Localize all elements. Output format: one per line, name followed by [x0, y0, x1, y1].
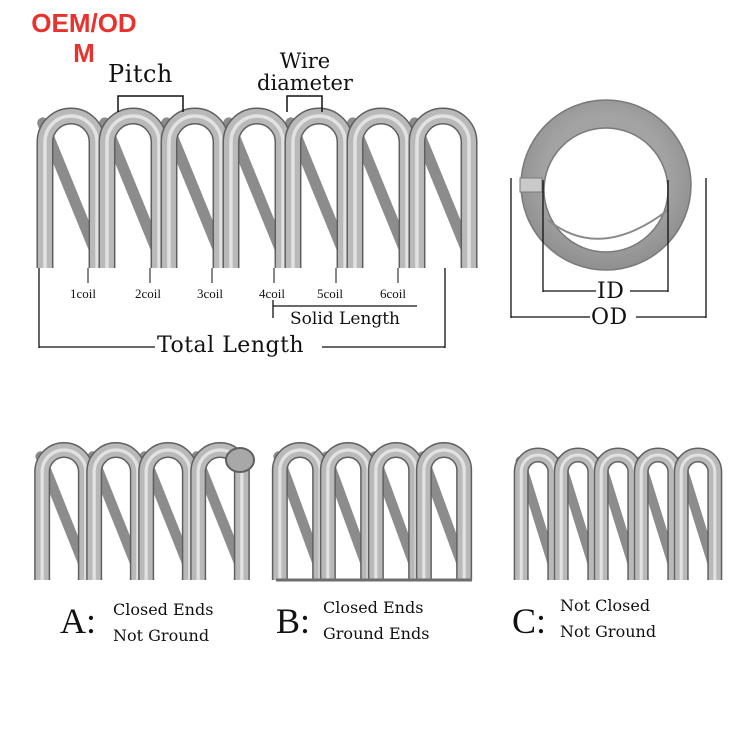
spring-coil-highlight: [92, 448, 140, 580]
wire-diameter-label: Wire diameter: [250, 50, 360, 94]
variant-b-line-1: Closed Ends: [323, 598, 424, 617]
spring-coil-highlight: [415, 114, 471, 268]
total-length-label: Total Length: [157, 333, 305, 358]
variant-a-line-2: Not Ground: [113, 626, 210, 645]
wire-end-cap: [225, 447, 255, 473]
brand-line-1: OEM/OD: [31, 8, 137, 38]
coil-label-6: 6coil: [380, 286, 406, 301]
variant-b-letter: B:: [276, 601, 311, 641]
wire-label-line-2: diameter: [257, 71, 353, 95]
pitch-label: Pitch: [108, 60, 173, 88]
coil-label-3: 3coil: [197, 286, 223, 301]
spring-coil-highlight: [229, 114, 285, 268]
variant-c-line-2: Not Ground: [560, 622, 657, 641]
variant-b-line-2: Ground Ends: [323, 624, 430, 643]
solid-length-label: Solid Length: [290, 309, 401, 329]
variant-c-letter: C:: [512, 601, 547, 641]
id-dimension: [542, 180, 669, 292]
spring-coil-highlight: [43, 114, 99, 268]
solid-length-dimension: [272, 300, 417, 318]
total-length-dimension: [38, 268, 446, 348]
spring-coil-highlight: [291, 114, 347, 268]
wire-label-line-1: Wire: [279, 49, 331, 73]
coil-label-2: 2coil: [135, 286, 161, 301]
coil-ticks: [87, 268, 399, 283]
coil-label-4: 4coil: [259, 286, 285, 301]
variant-c-line-1: Not Closed: [560, 596, 651, 615]
variant-b-text: Closed Ends Ground Ends: [323, 595, 429, 647]
spring-coil-highlight: [374, 448, 418, 580]
wire-diameter-bracket: [286, 95, 323, 112]
spring-coil-highlight: [679, 453, 717, 580]
od-dimension: [510, 178, 707, 318]
od-label: OD: [591, 305, 628, 330]
spring-coil-highlight: [353, 114, 409, 268]
spring-variant-b: [271, 442, 473, 582]
spring-coil-highlight: [144, 448, 192, 580]
coil-label-5: 5coil: [317, 286, 343, 301]
spring-coil-highlight: [105, 114, 161, 268]
variant-a-letter: A:: [60, 601, 96, 641]
spring-coil-highlight: [278, 448, 322, 580]
spring-coil-highlight: [326, 448, 370, 580]
variant-a-text: Closed Ends Not Ground: [113, 597, 213, 649]
spring-variant-c: [513, 447, 723, 580]
brand-label: OEM/OD M: [20, 8, 148, 68]
coil-label-1: 1coil: [70, 286, 96, 301]
pitch-bracket: [117, 95, 184, 112]
spring-coil-highlight: [422, 448, 466, 580]
spring-variant-a: [34, 442, 255, 580]
spring-coil-highlight: [167, 114, 223, 268]
variant-c-text: Not Closed Not Ground: [560, 593, 656, 645]
variant-a-line-1: Closed Ends: [113, 600, 214, 619]
brand-line-2: M: [73, 38, 95, 68]
id-label: ID: [597, 279, 625, 304]
spring-coil-highlight: [40, 448, 88, 580]
main-spring: [36, 107, 478, 268]
spring-end-view: [519, 99, 692, 271]
